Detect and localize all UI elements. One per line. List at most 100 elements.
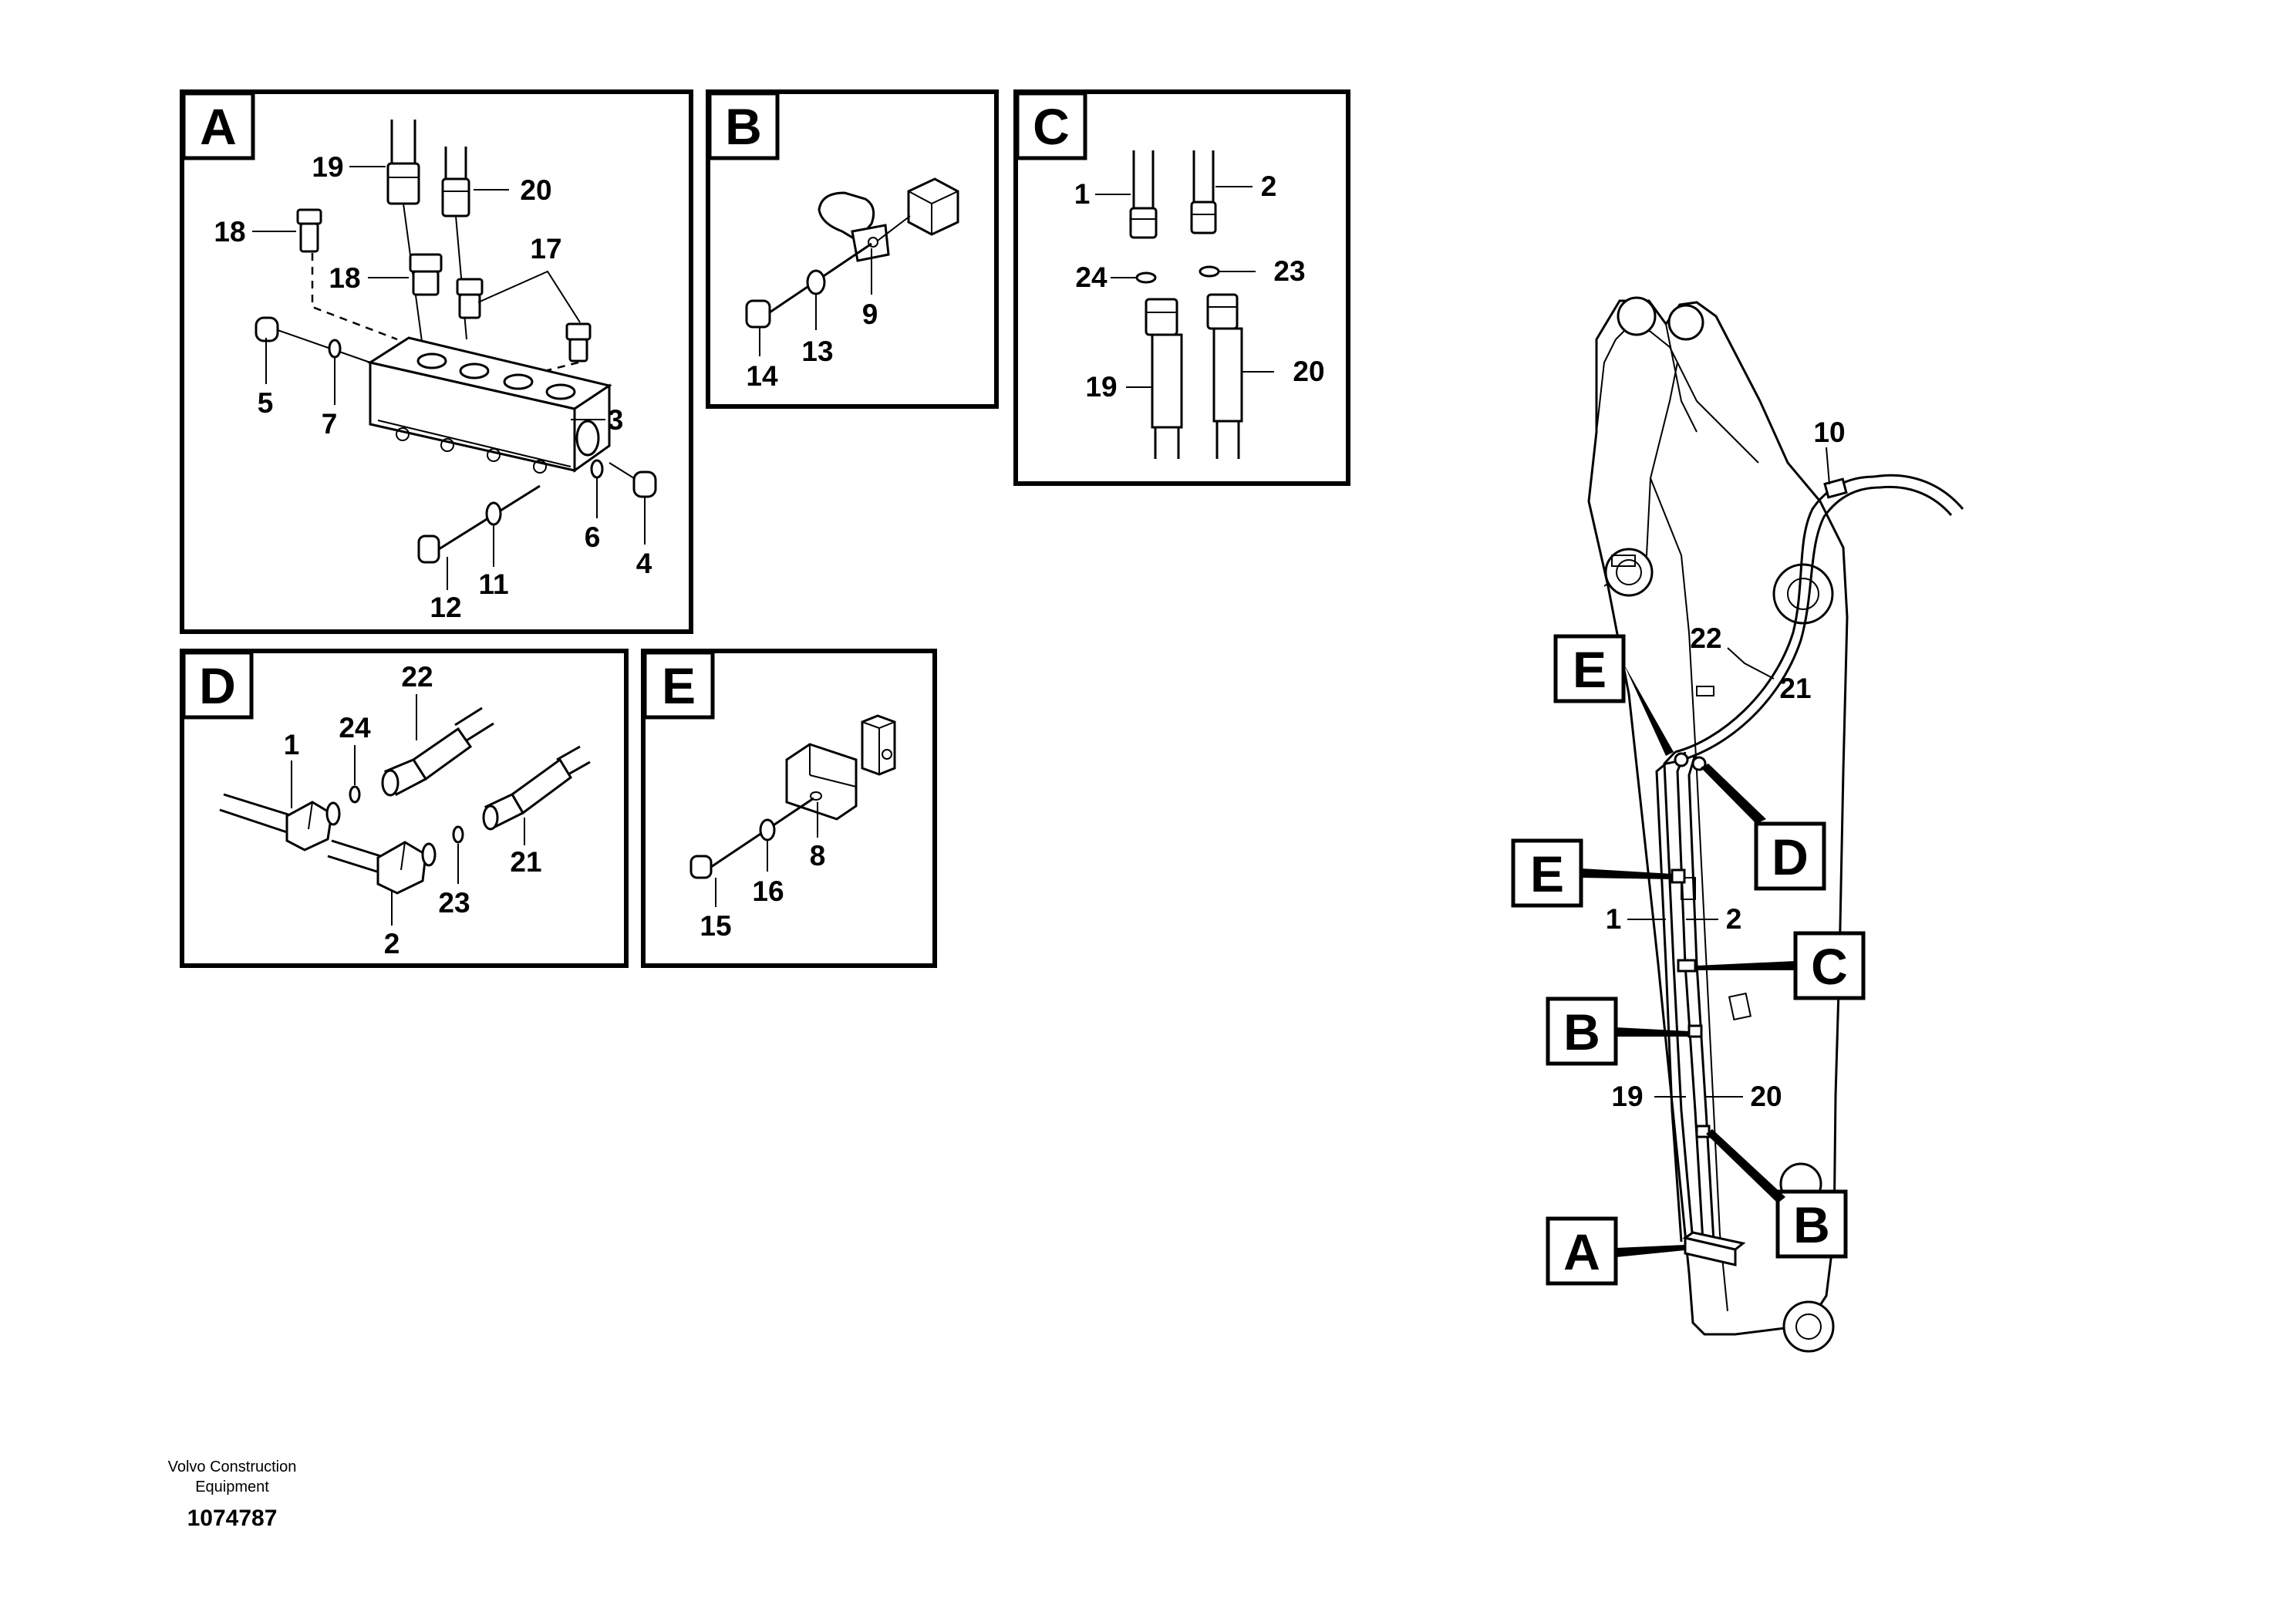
elbow-1-illustration bbox=[219, 793, 341, 851]
fitting-18-center bbox=[409, 253, 443, 296]
label-c-23: 23 bbox=[1273, 255, 1305, 287]
label-e-15: 15 bbox=[700, 910, 731, 942]
panel-e-letter: E bbox=[662, 657, 696, 714]
hose-21-illustration bbox=[482, 745, 591, 831]
label-a-17: 17 bbox=[530, 233, 561, 265]
label-a-6: 6 bbox=[585, 521, 601, 553]
callout-e-upper bbox=[1553, 634, 1626, 703]
bolt-15 bbox=[689, 797, 814, 879]
spacer-block-e bbox=[861, 714, 896, 776]
overview-label-10: 10 bbox=[1813, 416, 1845, 448]
arrow-e-lower bbox=[1581, 868, 1672, 879]
callout-a bbox=[1546, 1216, 1618, 1286]
panel-d-letter: D bbox=[199, 657, 236, 714]
label-c-20: 20 bbox=[1293, 356, 1324, 387]
cylinder-pin bbox=[1604, 548, 1654, 597]
label-b-14: 14 bbox=[746, 360, 778, 392]
fitting-17-center bbox=[456, 278, 484, 319]
label-a-11: 11 bbox=[478, 568, 508, 600]
panel-c: C bbox=[1013, 89, 1350, 486]
label-a-18-left: 18 bbox=[214, 216, 245, 248]
arrow-a bbox=[1616, 1245, 1685, 1257]
panel-b: B 14 13 9 bbox=[706, 89, 999, 409]
panel-a-tag bbox=[181, 91, 255, 160]
callout-d-letter: D bbox=[1772, 828, 1809, 885]
panel-d-frame bbox=[180, 649, 629, 968]
footer-block: Volvo Construction Equipment 1074787 bbox=[168, 1458, 297, 1531]
screw-12 bbox=[417, 484, 541, 564]
callout-b-upper bbox=[1546, 996, 1618, 1066]
hose-2-illustration bbox=[1190, 150, 1217, 234]
block-b bbox=[907, 177, 959, 236]
overview-label-19: 19 bbox=[1611, 1081, 1643, 1112]
label-c-1: 1 bbox=[1074, 178, 1091, 210]
arrow-b-upper bbox=[1616, 1027, 1689, 1037]
callout-e-upper-letter: E bbox=[1573, 641, 1607, 698]
label-c-2: 2 bbox=[1261, 170, 1277, 202]
panel-a: A bbox=[180, 89, 693, 634]
callout-a-letter: A bbox=[1563, 1223, 1600, 1280]
drawing-number: 1074787 bbox=[187, 1506, 278, 1531]
o-ring-23-d bbox=[452, 825, 464, 844]
label-a-18-center: 18 bbox=[329, 262, 360, 294]
label-a-3: 3 bbox=[608, 404, 624, 436]
hose-20-c-illustration bbox=[1206, 293, 1243, 459]
o-ring-23 bbox=[1199, 265, 1220, 278]
arrow-c bbox=[1697, 961, 1795, 970]
hose-22-illustration bbox=[381, 706, 494, 797]
label-d-2: 2 bbox=[384, 928, 400, 959]
footer-company-line2: Equipment bbox=[195, 1479, 269, 1496]
hose-19-c-illustration bbox=[1145, 298, 1183, 459]
callout-d bbox=[1754, 821, 1826, 891]
label-e-16: 16 bbox=[752, 875, 784, 907]
callout-e-lower-letter: E bbox=[1530, 845, 1564, 902]
callout-c-letter: C bbox=[1811, 938, 1848, 995]
overview-label-1: 1 bbox=[1606, 903, 1622, 935]
arrow-e-upper bbox=[1623, 663, 1674, 756]
panel-d: D bbox=[180, 649, 629, 968]
panel-c-tag bbox=[1015, 91, 1087, 160]
overview-label-21: 21 bbox=[1779, 673, 1811, 704]
hose-1-illustration bbox=[1129, 150, 1158, 239]
panel-a-letter: A bbox=[200, 98, 237, 155]
callout-c bbox=[1793, 931, 1866, 1000]
bucket-pin bbox=[1782, 1300, 1835, 1353]
label-e-8: 8 bbox=[810, 840, 826, 872]
overview-label-22: 22 bbox=[1690, 622, 1721, 654]
label-d-1: 1 bbox=[284, 729, 300, 760]
label-a-4: 4 bbox=[636, 548, 652, 579]
callout-b-lower bbox=[1775, 1189, 1848, 1259]
label-d-22: 22 bbox=[401, 661, 433, 693]
label-d-24: 24 bbox=[339, 712, 371, 744]
label-d-21: 21 bbox=[510, 846, 541, 878]
panel-b-letter: B bbox=[725, 98, 762, 155]
label-d-23: 23 bbox=[438, 887, 470, 919]
arrow-b-lower bbox=[1706, 1129, 1785, 1203]
callout-b-lower-letter: B bbox=[1793, 1196, 1830, 1253]
label-a-20: 20 bbox=[520, 174, 551, 206]
top-pin-right bbox=[1667, 304, 1704, 341]
footer-company-line1: Volvo Construction bbox=[168, 1458, 297, 1475]
label-c-24: 24 bbox=[1075, 261, 1108, 293]
callout-b-upper-letter: B bbox=[1563, 1003, 1600, 1061]
label-a-5: 5 bbox=[258, 387, 274, 419]
clamp-8 bbox=[785, 743, 858, 821]
o-ring-24-d bbox=[349, 785, 361, 804]
label-b-13: 13 bbox=[801, 336, 833, 367]
overview-label-2: 2 bbox=[1726, 903, 1742, 935]
panel-e: E 15 16 8 bbox=[641, 649, 937, 968]
overview-label-20: 20 bbox=[1750, 1081, 1782, 1112]
panel-c-letter: C bbox=[1033, 98, 1070, 155]
arrow-d bbox=[1701, 764, 1766, 824]
manifold-block-3 bbox=[367, 336, 612, 474]
panel-b-tag bbox=[707, 91, 780, 160]
o-ring-24 bbox=[1135, 271, 1157, 284]
label-b-9: 9 bbox=[862, 298, 878, 330]
boom-pin bbox=[1772, 563, 1834, 625]
elbow-2-illustration bbox=[327, 839, 437, 895]
hose-20-illustration bbox=[441, 147, 470, 218]
arm-overview: E E D C B B A 10 22 21 1 2 19 20 bbox=[1511, 296, 1964, 1353]
label-a-7: 7 bbox=[322, 408, 338, 440]
label-c-19: 19 bbox=[1085, 371, 1117, 403]
